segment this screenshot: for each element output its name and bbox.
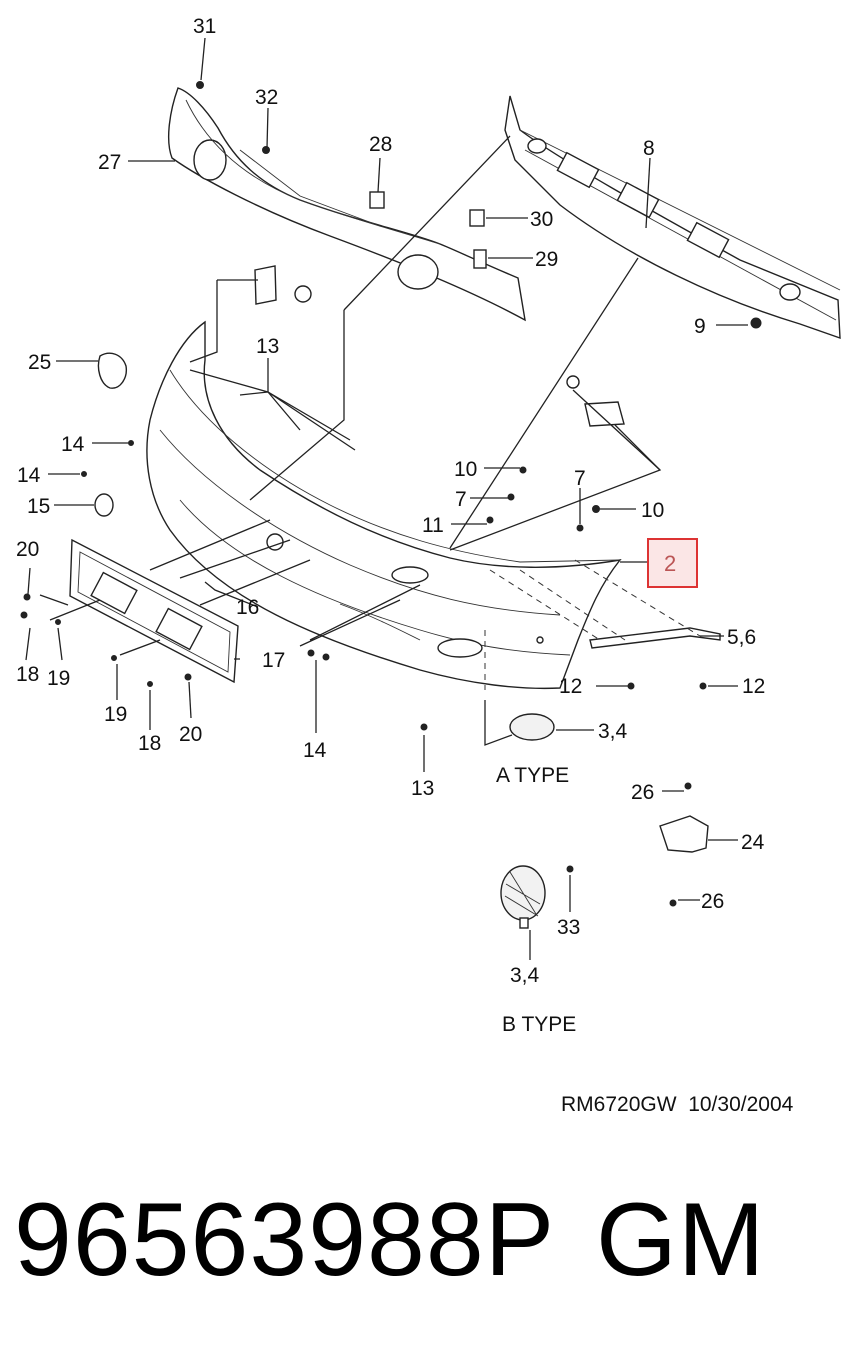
license-plate-bracket bbox=[69, 538, 239, 684]
callout-18-b: 18 bbox=[138, 732, 161, 755]
callout-15: 15 bbox=[27, 495, 50, 518]
callout-5-6: 5,6 bbox=[727, 626, 756, 649]
callout-11: 11 bbox=[422, 514, 444, 537]
callout-19-a: 19 bbox=[47, 667, 70, 690]
reinforcement-strip bbox=[484, 559, 721, 690]
callout-7-a: 7 bbox=[455, 488, 467, 511]
callout-2: 2 bbox=[664, 551, 676, 576]
drawing-reference: RM6720GW 10/30/2004 bbox=[561, 1093, 794, 1116]
callout-26-b: 26 bbox=[701, 890, 724, 913]
a-type-label: A TYPE bbox=[496, 764, 569, 787]
callout-32: 32 bbox=[255, 86, 278, 109]
callout-29: 29 bbox=[535, 248, 558, 271]
callout-28: 28 bbox=[369, 133, 392, 156]
callout-7-b: 7 bbox=[574, 467, 586, 490]
callout-9: 9 bbox=[694, 315, 706, 338]
callout-25: 25 bbox=[28, 351, 51, 374]
highlight-box bbox=[647, 538, 698, 588]
callout-20-b: 20 bbox=[179, 723, 202, 746]
callout-17: 17 bbox=[262, 649, 285, 672]
callout-24: 24 bbox=[741, 831, 765, 854]
callout-14-c: 14 bbox=[303, 739, 327, 762]
callout-13-bottom: 13 bbox=[411, 777, 434, 800]
callout-12-b: 12 bbox=[742, 675, 765, 698]
callout-33: 33 bbox=[557, 916, 580, 939]
brand-label: GM bbox=[596, 1182, 766, 1298]
callout-labels: 31 32 28 27 30 29 8 9 25 13 14 14 15 10 … bbox=[16, 15, 794, 1116]
callout-3-4-b: 3,4 bbox=[510, 964, 540, 987]
callout-3-4-a: 3,4 bbox=[598, 720, 628, 743]
front-bumper-fascia bbox=[146, 320, 622, 690]
callout-27: 27 bbox=[98, 151, 121, 174]
part-number: 96563988P bbox=[14, 1182, 556, 1298]
callout-14-b: 14 bbox=[17, 464, 41, 487]
callout-30: 30 bbox=[530, 208, 553, 231]
callout-8: 8 bbox=[643, 137, 655, 160]
b-type-label: B TYPE bbox=[502, 1013, 576, 1036]
callout-26-a: 26 bbox=[631, 781, 654, 804]
callout-12-a: 12 bbox=[559, 675, 582, 698]
leader-lines bbox=[25, 37, 748, 960]
small-parts bbox=[20, 81, 762, 929]
callout-31: 31 bbox=[193, 15, 216, 38]
callout-19-b: 19 bbox=[104, 703, 127, 726]
impact-beam bbox=[504, 95, 841, 340]
callout-10-b: 10 bbox=[641, 499, 664, 522]
upper-grille-panel bbox=[167, 87, 526, 322]
callout-20-a: 20 bbox=[16, 538, 39, 561]
callout-13-top: 13 bbox=[256, 335, 279, 358]
callout-10-a: 10 bbox=[454, 458, 477, 481]
callout-16: 16 bbox=[236, 596, 259, 619]
callout-14-a: 14 bbox=[61, 433, 85, 456]
callout-18-a: 18 bbox=[16, 663, 39, 686]
